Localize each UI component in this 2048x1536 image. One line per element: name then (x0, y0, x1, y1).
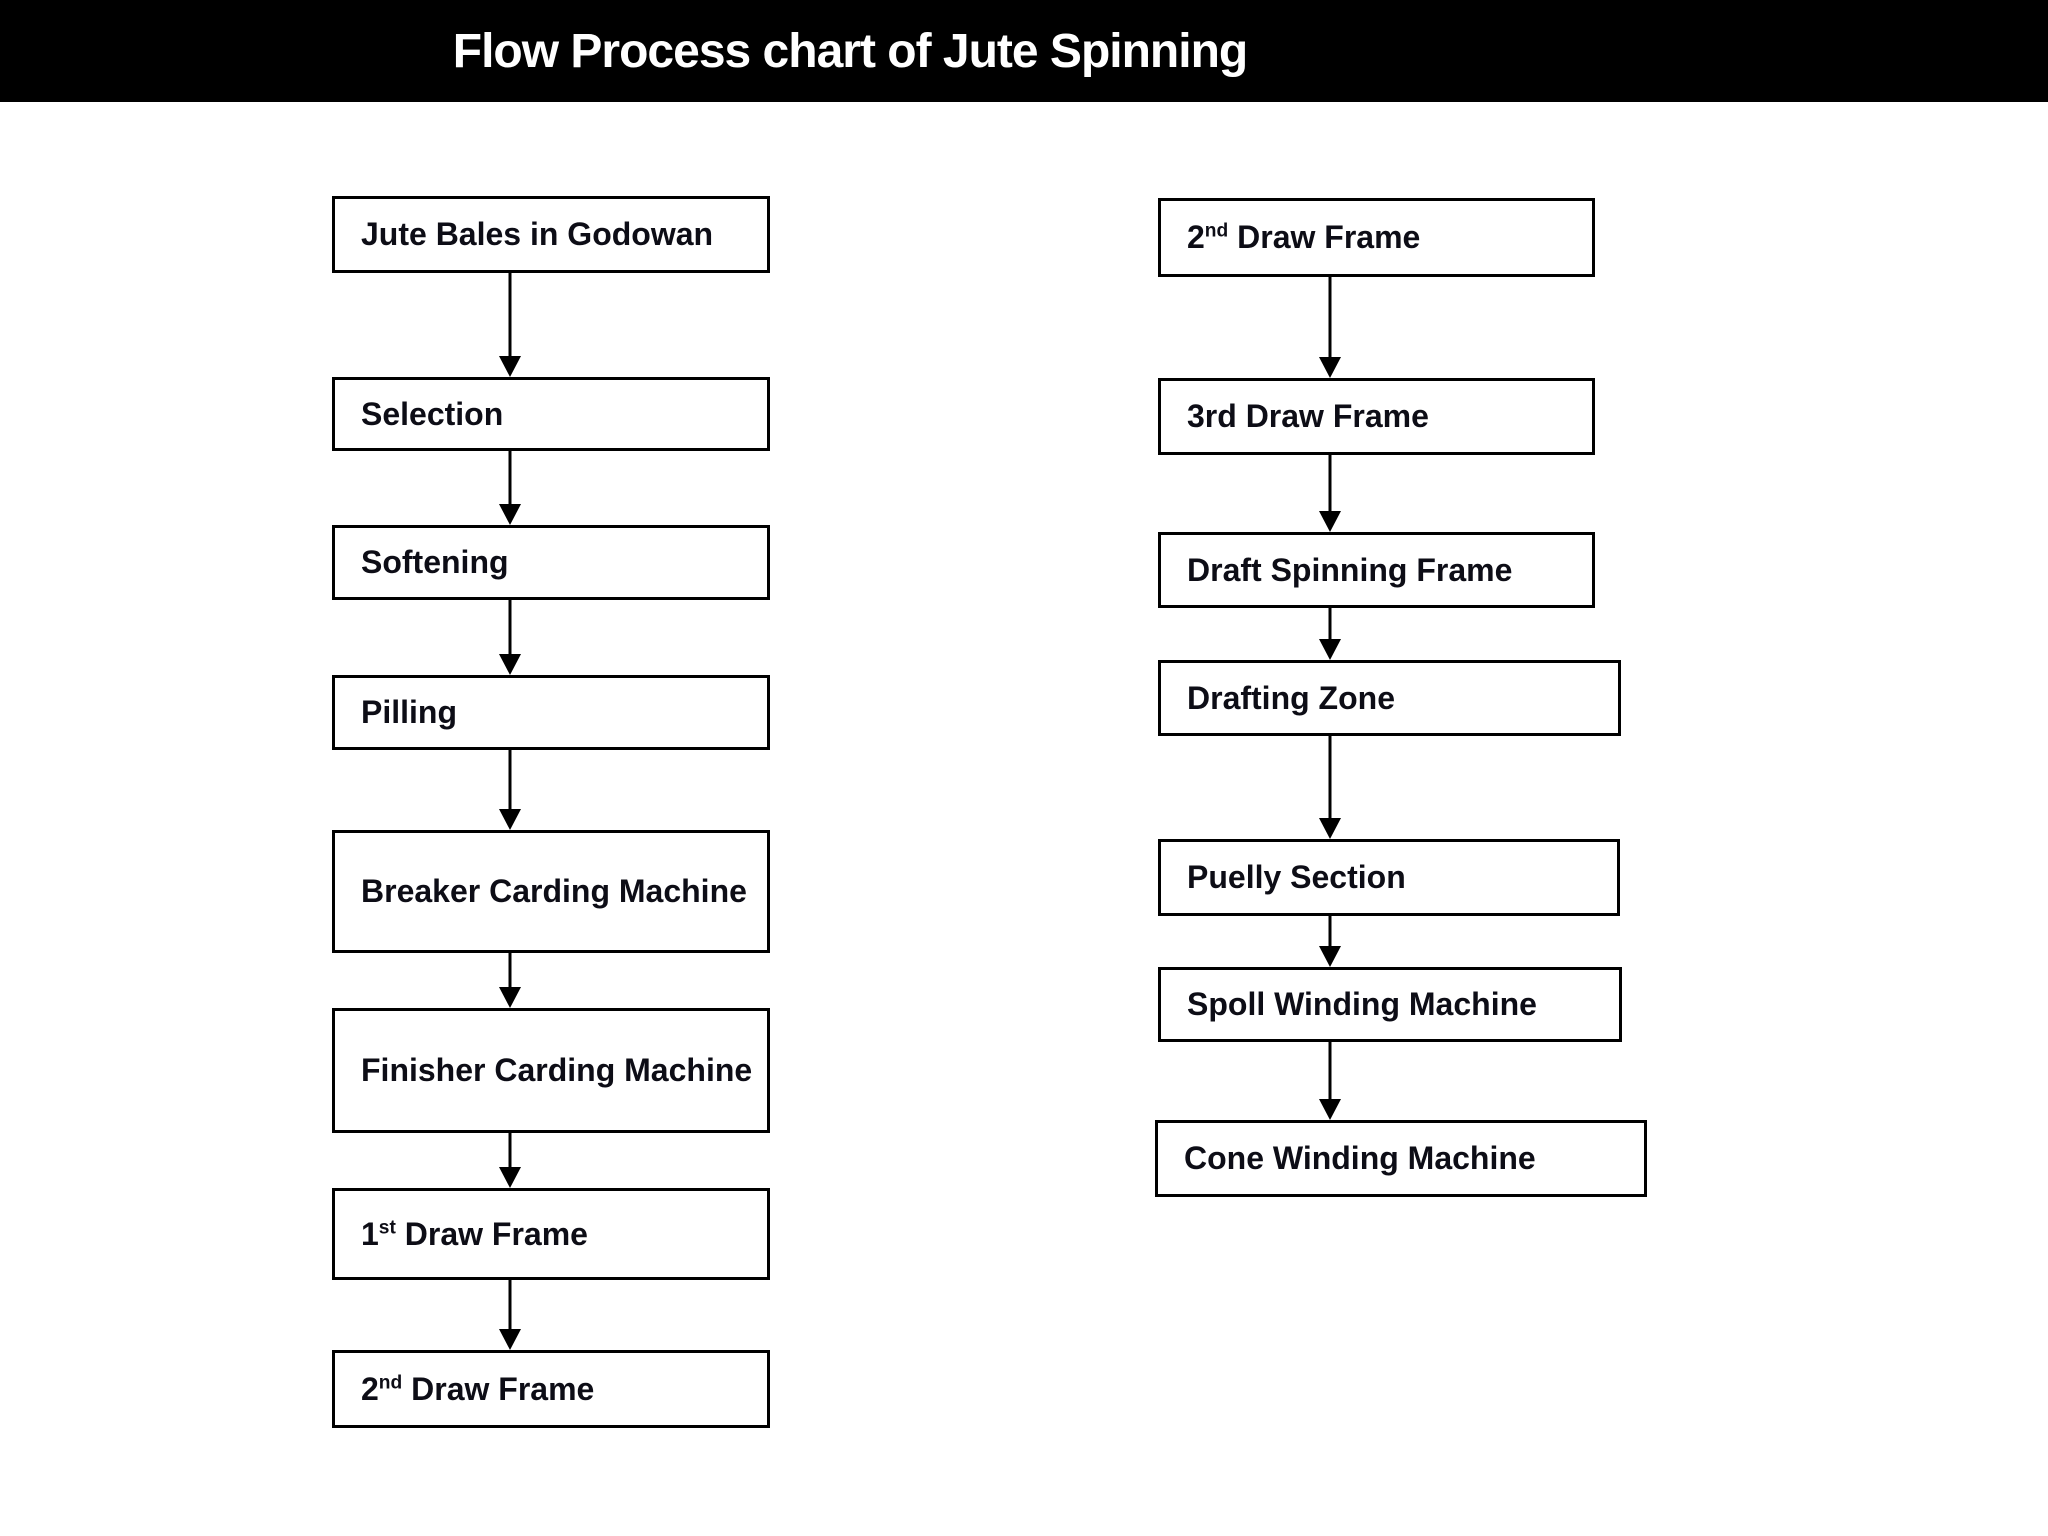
flow-arrow-down (1318, 608, 1342, 660)
flow-arrow-down (1318, 916, 1342, 967)
flow-box-label: Softening (361, 544, 509, 581)
flow-box-2nd-draw-frame-right: 2nd Draw Frame (1158, 198, 1595, 277)
flow-box-finisher-carding-machine: Finisher Carding Machine (332, 1008, 770, 1133)
flow-box-puelly-section: Puelly Section (1158, 839, 1620, 916)
flow-box-label: 2nd Draw Frame (361, 1370, 595, 1407)
flow-box-label: Finisher Carding Machine (361, 1052, 753, 1089)
header-bar: Flow Process chart of Jute Spinning (0, 0, 2048, 102)
flow-box-3rd-draw-frame: 3rd Draw Frame (1158, 378, 1595, 455)
flow-box-label: 2nd Draw Frame (1187, 219, 1421, 256)
flow-box-spoll-winding-machine: Spoll Winding Machine (1158, 967, 1622, 1042)
flow-arrow-down (498, 750, 522, 830)
page-title: Flow Process chart of Jute Spinning (452, 24, 1248, 78)
flow-arrow-down (1318, 455, 1342, 532)
flow-box-label: Selection (361, 395, 504, 432)
flow-box-label: 1st Draw Frame (361, 1215, 588, 1252)
flow-arrow-down (498, 600, 522, 675)
flow-box-drafting-zone: Drafting Zone (1158, 660, 1621, 736)
flow-box-label: Cone Winding Machine (1184, 1140, 1536, 1177)
flow-box-label: Spoll Winding Machine (1187, 986, 1537, 1023)
flow-box-label: Puelly Section (1187, 859, 1406, 896)
flow-arrow-down (1318, 1042, 1342, 1120)
flow-box-label: Breaker Carding Machine (361, 873, 747, 910)
flow-box-label: Jute Bales in Godowan (361, 216, 714, 253)
flow-arrow-down (498, 451, 522, 525)
flow-box-1st-draw-frame: 1st Draw Frame (332, 1188, 770, 1280)
flow-box-2nd-draw-frame-left: 2nd Draw Frame (332, 1350, 770, 1428)
flow-arrow-down (498, 273, 522, 377)
flow-arrow-down (498, 1133, 522, 1188)
flow-arrow-down (1318, 736, 1342, 839)
flow-arrow-down (498, 953, 522, 1008)
flow-box-label: 3rd Draw Frame (1187, 398, 1429, 435)
flow-box-cone-winding-machine: Cone Winding Machine (1155, 1120, 1647, 1197)
flow-box-pilling: Pilling (332, 675, 770, 750)
flow-box-breaker-carding-machine: Breaker Carding Machine (332, 830, 770, 953)
flow-box-label: Draft Spinning Frame (1187, 551, 1513, 588)
flow-box-label: Drafting Zone (1187, 679, 1395, 716)
flow-box-label: Pilling (361, 694, 457, 731)
flow-arrow-down (498, 1280, 522, 1350)
flow-box-selection: Selection (332, 377, 770, 451)
flow-box-jute-bales-in-godowan: Jute Bales in Godowan (332, 196, 770, 273)
flow-box-draft-spinning-frame: Draft Spinning Frame (1158, 532, 1595, 608)
flow-box-softening: Softening (332, 525, 770, 600)
flow-arrow-down (1318, 277, 1342, 378)
